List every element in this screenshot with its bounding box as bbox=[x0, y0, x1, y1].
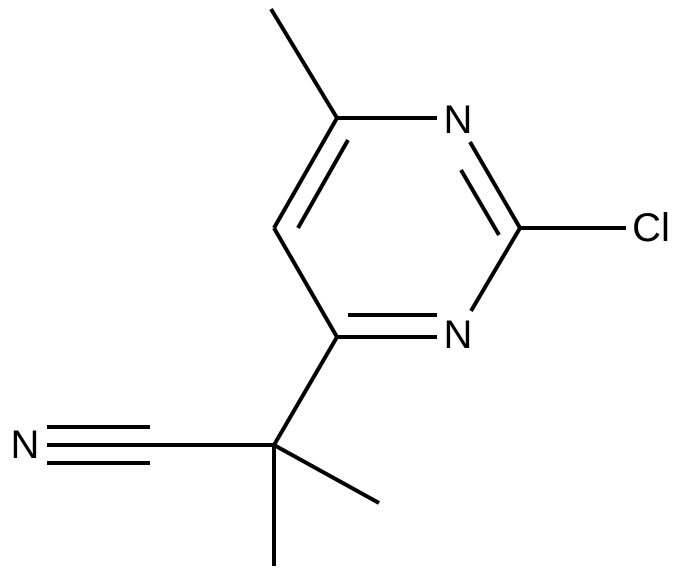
bond-cq-methyl-right bbox=[273, 443, 380, 505]
bond-c4-cq bbox=[272, 335, 339, 447]
bond-c5-c6 bbox=[272, 117, 339, 229]
bond-c5-c6-inner bbox=[296, 139, 350, 229]
atom-n-bottom: N bbox=[444, 313, 473, 357]
atom-n-nitrile: N bbox=[11, 423, 40, 467]
bond-n1-c2-inner bbox=[459, 168, 501, 237]
bond-methyl-top bbox=[269, 7, 339, 120]
bond-n1-c2 bbox=[468, 140, 522, 230]
atom-cl: Cl bbox=[632, 206, 670, 250]
atom-n-top: N bbox=[444, 98, 473, 142]
bond-c2-n3 bbox=[469, 226, 522, 313]
bond-c4-c5 bbox=[272, 226, 339, 339]
